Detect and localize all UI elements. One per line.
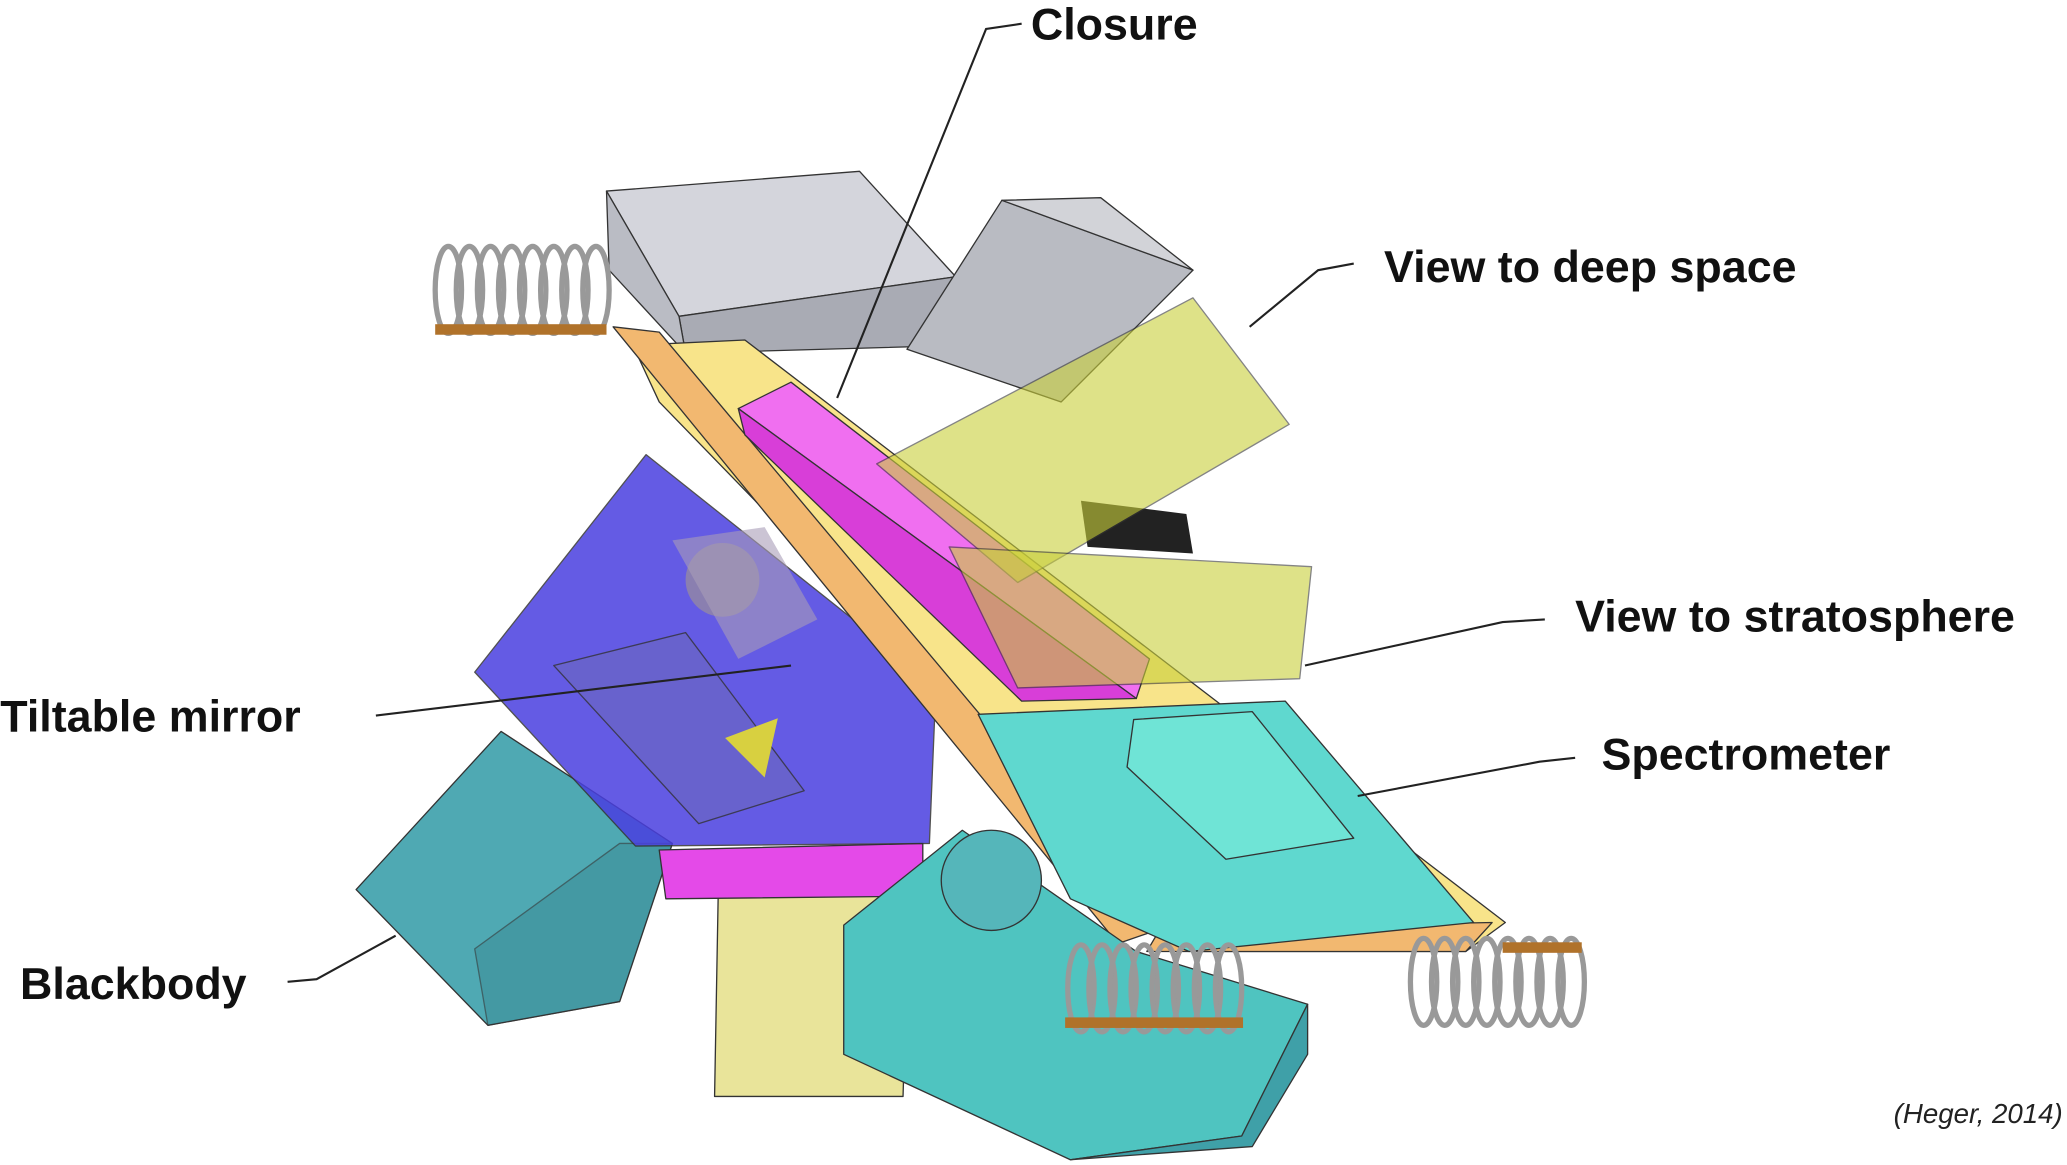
telescope-housing	[906, 197, 1194, 554]
blackbody-leader	[287, 934, 397, 983]
coil-bottom-right	[1407, 935, 1588, 1028]
deep-space-view-box	[876, 297, 1290, 584]
citation: (Heger, 2014)	[1894, 1098, 2063, 1129]
coil-bottom-middle	[1065, 942, 1245, 1035]
lower-body	[843, 829, 1309, 1161]
label-stratosphere: View to stratosphere	[1575, 591, 2015, 641]
deep-space-leader	[1248, 262, 1354, 328]
spectrometer-part	[977, 700, 1475, 953]
tiltable-mirror-leader	[375, 664, 792, 717]
label-deep-space: View to deep space	[1384, 242, 1796, 292]
closure-leader	[836, 22, 1022, 399]
spectrometer-leader	[1357, 756, 1576, 798]
bottom-plate	[658, 842, 924, 900]
housing-top	[605, 170, 963, 354]
label-spectrometer: Spectrometer	[1602, 730, 1891, 780]
stratosphere-view-box	[948, 546, 1313, 689]
blackbody-part	[355, 730, 674, 1026]
stratosphere-leader	[1304, 618, 1545, 667]
tiltable-mirror-part	[474, 454, 937, 847]
label-closure: Closure	[1031, 0, 1198, 50]
coil-top-left	[432, 243, 612, 337]
label-blackbody: Blackbody	[20, 959, 247, 1009]
label-tiltable-mirror: Tiltable mirror	[0, 691, 300, 741]
